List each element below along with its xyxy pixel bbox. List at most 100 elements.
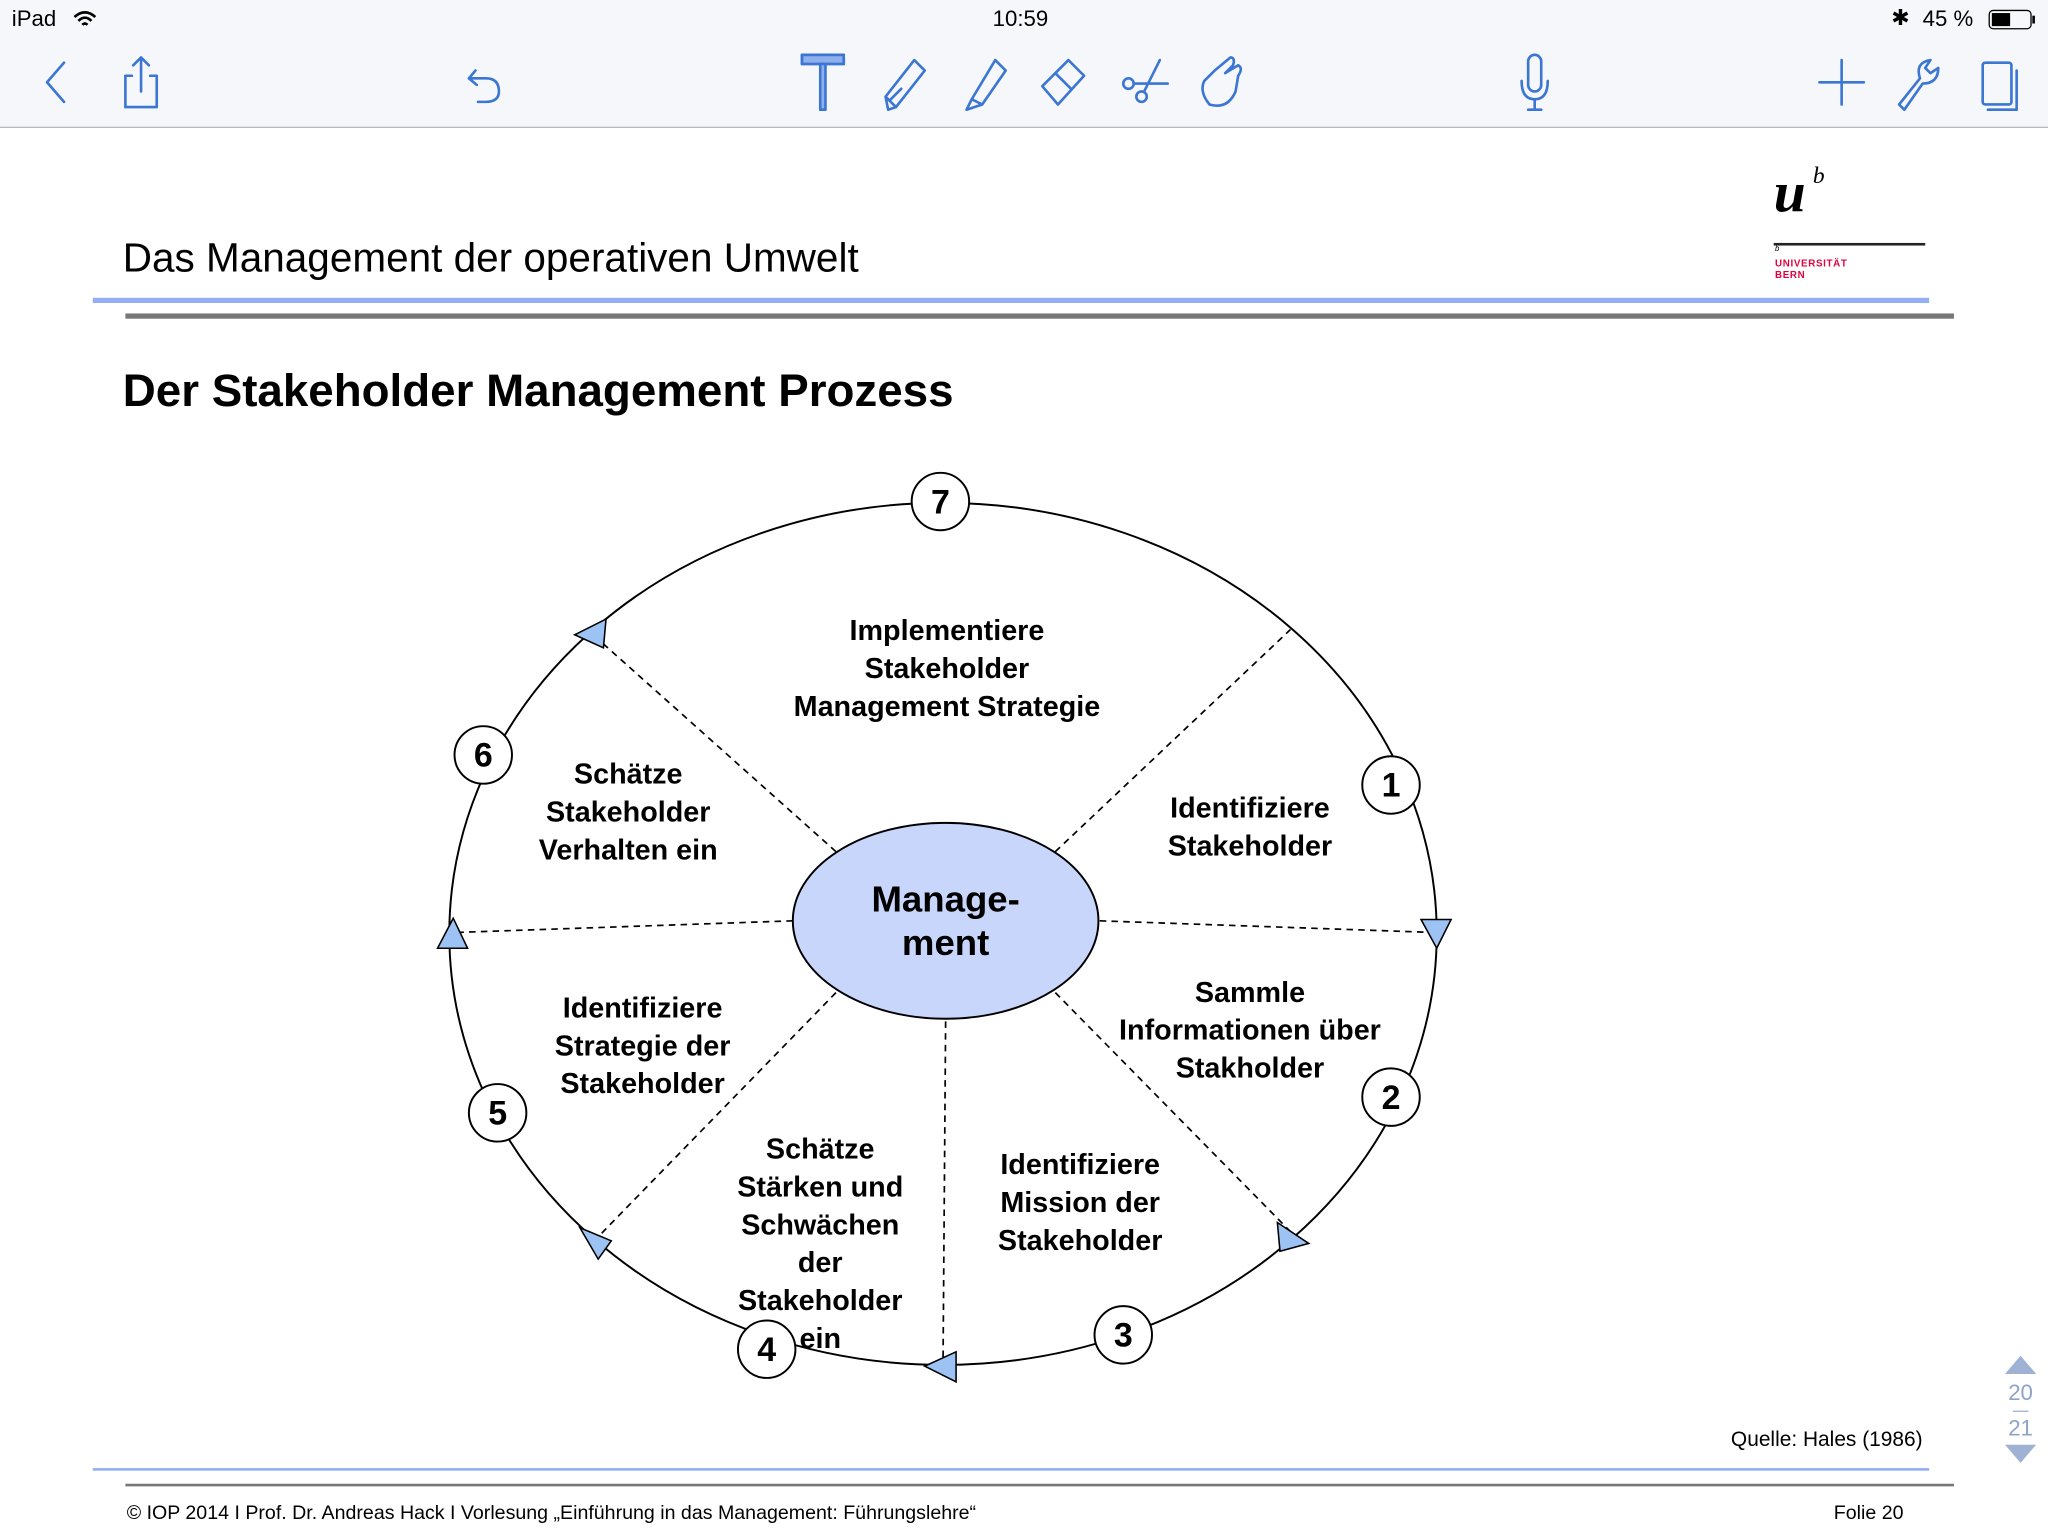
add-button[interactable]	[1813, 50, 1870, 115]
hand-icon	[1201, 56, 1243, 107]
step-label-line: Verhalten ein	[538, 833, 718, 866]
pages-icon	[1981, 61, 2018, 112]
logo-line2: BERN	[1775, 269, 1806, 281]
spoke	[1054, 992, 1294, 1235]
source-note: Quelle: Hales (1986)	[1730, 1428, 1923, 1452]
step-circle	[736, 1319, 797, 1379]
status-bar: iPad 10:59 ✱ 45 %	[0, 0, 2048, 40]
text-tool-icon	[800, 53, 846, 112]
step-number: 5	[488, 1095, 507, 1133]
step-number: 6	[474, 737, 493, 775]
spoke	[942, 1021, 947, 1365]
step-label-line: Stakeholder	[864, 651, 1030, 685]
wrench-icon	[1897, 58, 1940, 112]
step-label-line: Strategie der	[554, 1029, 731, 1062]
step-label-line: Stakeholder	[737, 1283, 903, 1317]
step-number-badge: 2	[1361, 1067, 1421, 1127]
toolbar	[0, 39, 2048, 128]
device-label: iPad	[11, 6, 57, 32]
step-circle	[453, 725, 513, 785]
pen-button[interactable]	[875, 50, 932, 115]
center-line: ment	[901, 922, 990, 963]
step-label-line: Identifiziere	[562, 991, 723, 1024]
microphone-button[interactable]	[1506, 50, 1563, 115]
step-label-line: Implementiere	[849, 613, 1045, 647]
text-tool-button[interactable]	[794, 50, 851, 115]
wifi-icon	[73, 11, 97, 26]
step-number: 1	[1382, 767, 1401, 805]
center-label: Manage- ment	[871, 878, 1019, 964]
eraser-button[interactable]	[1034, 50, 1091, 115]
center-ellipse	[791, 821, 1100, 1020]
scissors-button[interactable]	[1115, 50, 1172, 115]
logo-small: b	[1775, 245, 1780, 254]
step-number-badge: 3	[1093, 1305, 1153, 1365]
step-number-badge: 1	[1361, 755, 1421, 815]
step-label-line: Identifiziere	[1000, 1148, 1160, 1181]
share-button[interactable]	[112, 50, 169, 115]
spokes	[453, 628, 1437, 1365]
step-label-line: Informationen über	[1119, 1013, 1381, 1047]
page-down-button[interactable]	[2004, 1444, 2037, 1466]
step-circle	[1361, 755, 1421, 815]
step-number: 2	[1382, 1079, 1401, 1117]
step-number-badge: 4	[736, 1319, 797, 1379]
add-icon	[1818, 58, 1866, 106]
step-label-line: Stakeholder	[997, 1223, 1163, 1257]
arrow-down-left-icon	[578, 1226, 613, 1261]
highlighter-button[interactable]	[956, 50, 1013, 115]
microphone-icon	[1520, 53, 1550, 112]
logo-line1: UNIVERSITÄT	[1775, 257, 1848, 270]
spoke	[453, 919, 793, 934]
hand-button[interactable]	[1194, 50, 1251, 115]
spoke	[591, 632, 837, 853]
slide-number: Folie 20	[1833, 1502, 1904, 1525]
step-number-badge: 6	[453, 725, 513, 785]
pages-button[interactable]	[1967, 50, 2024, 115]
pen-icon	[884, 58, 927, 112]
highlighter-icon	[965, 58, 1008, 112]
step-label-line: Stärken und	[737, 1170, 904, 1203]
step-label-line: Mission der	[1000, 1185, 1160, 1219]
back-button[interactable]	[26, 50, 83, 115]
clock: 10:59	[992, 6, 1049, 32]
spoke	[593, 992, 837, 1242]
step-number-badge: 7	[910, 471, 971, 532]
settings-button[interactable]	[1889, 50, 1946, 115]
arrow-up-left-icon	[572, 617, 607, 650]
share-icon	[124, 56, 159, 109]
step-number-badge: 5	[467, 1083, 528, 1143]
step-label-line: der	[797, 1246, 843, 1279]
step-label-line: ein	[799, 1321, 842, 1355]
step-label-line: Schätze	[573, 757, 683, 791]
step-label-line: Schätze	[765, 1132, 875, 1166]
step-label-line: Stakeholder	[560, 1067, 725, 1100]
arrow-down-right-icon	[1276, 1220, 1311, 1253]
step-label-line: Stakeholder	[1167, 829, 1333, 863]
scissors-icon	[1121, 58, 1169, 104]
step-circle	[1093, 1305, 1153, 1365]
battery-percent: 45 %	[1922, 6, 1974, 32]
step-label-line: Sammle	[1194, 975, 1306, 1009]
eraser-icon	[1040, 58, 1086, 106]
arrow-left-icon	[922, 1350, 957, 1384]
page-up-button[interactable]	[2004, 1353, 2037, 1375]
undo-button[interactable]	[455, 50, 512, 115]
footer-rule-gray	[125, 1483, 1954, 1487]
step-label-line: Stakholder	[1175, 1051, 1325, 1085]
slide-heading: Der Stakeholder Management Prozess	[122, 365, 954, 417]
header-rule-gray	[125, 313, 1954, 319]
step-circle	[467, 1083, 528, 1143]
footer-rule-blue	[92, 1468, 1930, 1471]
step-number: 3	[1114, 1317, 1133, 1355]
center-line: Manage-	[871, 879, 1020, 920]
step-label-line: Identifiziere	[1170, 791, 1330, 825]
arrow-down-icon	[1419, 918, 1453, 950]
